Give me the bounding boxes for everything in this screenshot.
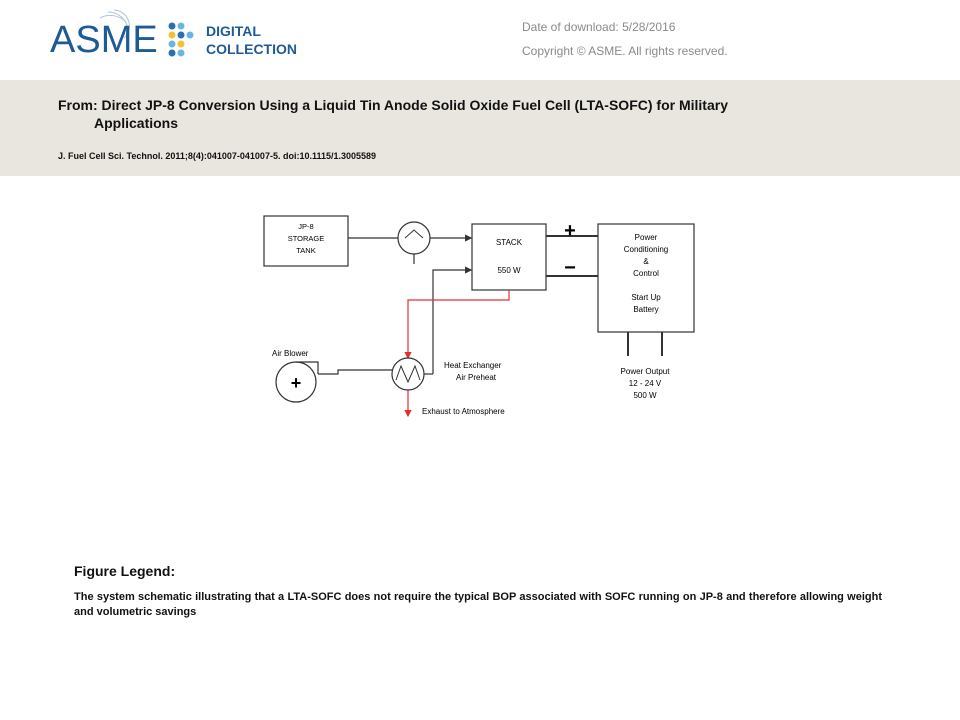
hx-label-1: Heat Exchanger	[444, 361, 502, 370]
stack-power-label: 550 W	[497, 266, 521, 275]
system-schematic: JP-8 STORAGE TANK STACK 550 W + Air Blow…	[263, 215, 558, 418]
exhaust-line	[404, 290, 510, 360]
citation: J. Fuel Cell Sci. Technol. 2011;8(4):041…	[58, 151, 377, 161]
heat-exchanger-symbol	[395, 364, 421, 384]
tank-label-1: JP-8	[298, 222, 313, 231]
source-title-line2: Applications	[94, 115, 179, 131]
air-blower-plus: +	[291, 373, 302, 393]
source-title: From: Direct JP-8 Conversion Using a Liq…	[58, 96, 858, 132]
air-to-stack-line	[432, 266, 473, 374]
tank-label-3: TANK	[296, 246, 315, 255]
asme-wordmark: ASME	[50, 19, 158, 61]
blower-to-hx-line	[318, 369, 392, 375]
negative-terminal: −	[564, 257, 576, 279]
pump-icon	[397, 221, 431, 255]
stack-box	[471, 223, 547, 291]
power-label-3: &	[643, 257, 649, 266]
heat-exchanger-icon	[391, 357, 425, 391]
stack-label: STACK	[496, 238, 523, 247]
pump-symbol	[404, 229, 424, 239]
exhaust-label: Exhaust to Atmosphere	[422, 407, 505, 416]
download-date: Date of download: 5/28/2016	[522, 20, 676, 34]
power-label-1: Power	[635, 233, 658, 242]
asme-logo: ASME DIGITAL COLLECTION	[50, 9, 297, 61]
figure-legend-text: The system schematic illustrating that a…	[74, 591, 882, 618]
copyright: Copyright © ASME. All rights reserved.	[522, 44, 728, 58]
header: ASME DIGITAL COLLECTION Date of download…	[0, 0, 960, 80]
air-blower-outlet	[296, 361, 319, 374]
output-label-2: 12 - 24 V	[629, 379, 662, 388]
source-title-line1: From: Direct JP-8 Conversion Using a Liq…	[58, 97, 728, 113]
dots-icon	[168, 22, 194, 57]
power-label-5: Start Up	[631, 293, 661, 302]
logo-collection: COLLECTION	[206, 41, 297, 57]
power-conditioning-box	[597, 223, 695, 333]
tank-label-2: STORAGE	[288, 234, 325, 243]
power-label-2: Conditioning	[624, 245, 668, 254]
power-label-6: Battery	[633, 305, 658, 314]
hx-label-2: Air Preheat	[456, 373, 497, 382]
logo-digital: DIGITAL	[206, 23, 261, 39]
positive-terminal: +	[564, 220, 576, 242]
storage-tank-box	[263, 215, 349, 267]
figure-legend-title: Figure Legend:	[74, 563, 176, 579]
air-blower-label: Air Blower	[272, 349, 309, 358]
source-banner	[0, 80, 960, 176]
power-label-4: Control	[633, 269, 659, 278]
output-label-1: Power Output	[621, 367, 671, 376]
globe-icon	[99, 9, 130, 39]
output-label-3: 500 W	[633, 391, 657, 400]
